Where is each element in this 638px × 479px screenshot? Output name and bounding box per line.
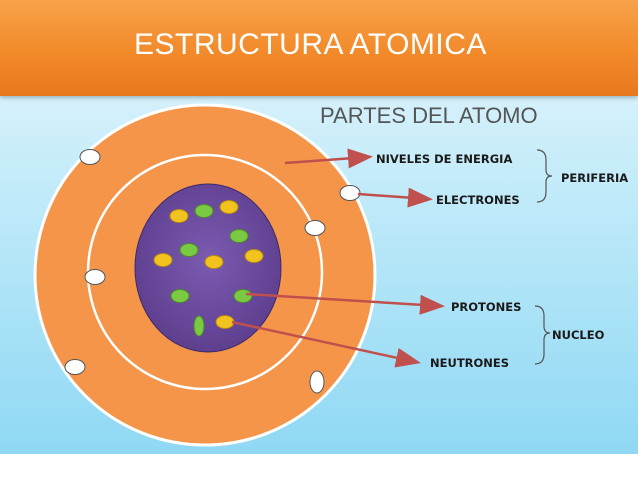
electron xyxy=(64,359,86,375)
electron xyxy=(309,370,325,394)
label-protons: PROTONES xyxy=(451,300,521,314)
label-energy-levels: NIVELES DE ENERGIA xyxy=(376,152,512,166)
electron xyxy=(84,269,106,285)
proton xyxy=(194,204,214,218)
atom-diagram: NIVELES DE ENERGIA ELECTRONES PROTONES N… xyxy=(33,103,628,447)
label-nucleus: NUCLEO xyxy=(552,328,605,342)
label-neutrons: NEUTRONES xyxy=(430,356,509,370)
proton xyxy=(193,315,205,337)
electron xyxy=(304,220,326,236)
electron xyxy=(79,149,101,165)
slide: ESTRUCTURA ATOMICA PARTES DEL ATOMO xyxy=(0,0,638,454)
neutron xyxy=(215,315,235,329)
neutron xyxy=(219,200,239,214)
proton xyxy=(170,289,190,303)
electron xyxy=(339,185,361,201)
neutron xyxy=(244,249,264,263)
label-electrons: ELECTRONES xyxy=(436,193,520,207)
neutron xyxy=(153,253,173,267)
title-bar xyxy=(0,0,638,96)
slide-subtitle: PARTES DEL ATOMO xyxy=(320,103,538,128)
nucleus xyxy=(134,183,282,353)
arrow-electrons xyxy=(357,187,433,208)
neutron xyxy=(169,209,189,223)
proton xyxy=(233,289,253,303)
proton xyxy=(229,229,249,243)
neutron xyxy=(204,255,224,269)
arrow-energy-levels xyxy=(284,148,373,169)
bracket-nucleus xyxy=(534,305,551,365)
proton xyxy=(179,243,199,257)
arrow-protons xyxy=(245,292,445,315)
label-periphery: PERIFERIA xyxy=(561,171,628,185)
slide-title: ESTRUCTURA ATOMICA xyxy=(134,28,487,61)
arrow-neutrons xyxy=(231,320,421,368)
bracket-periphery xyxy=(536,149,553,203)
